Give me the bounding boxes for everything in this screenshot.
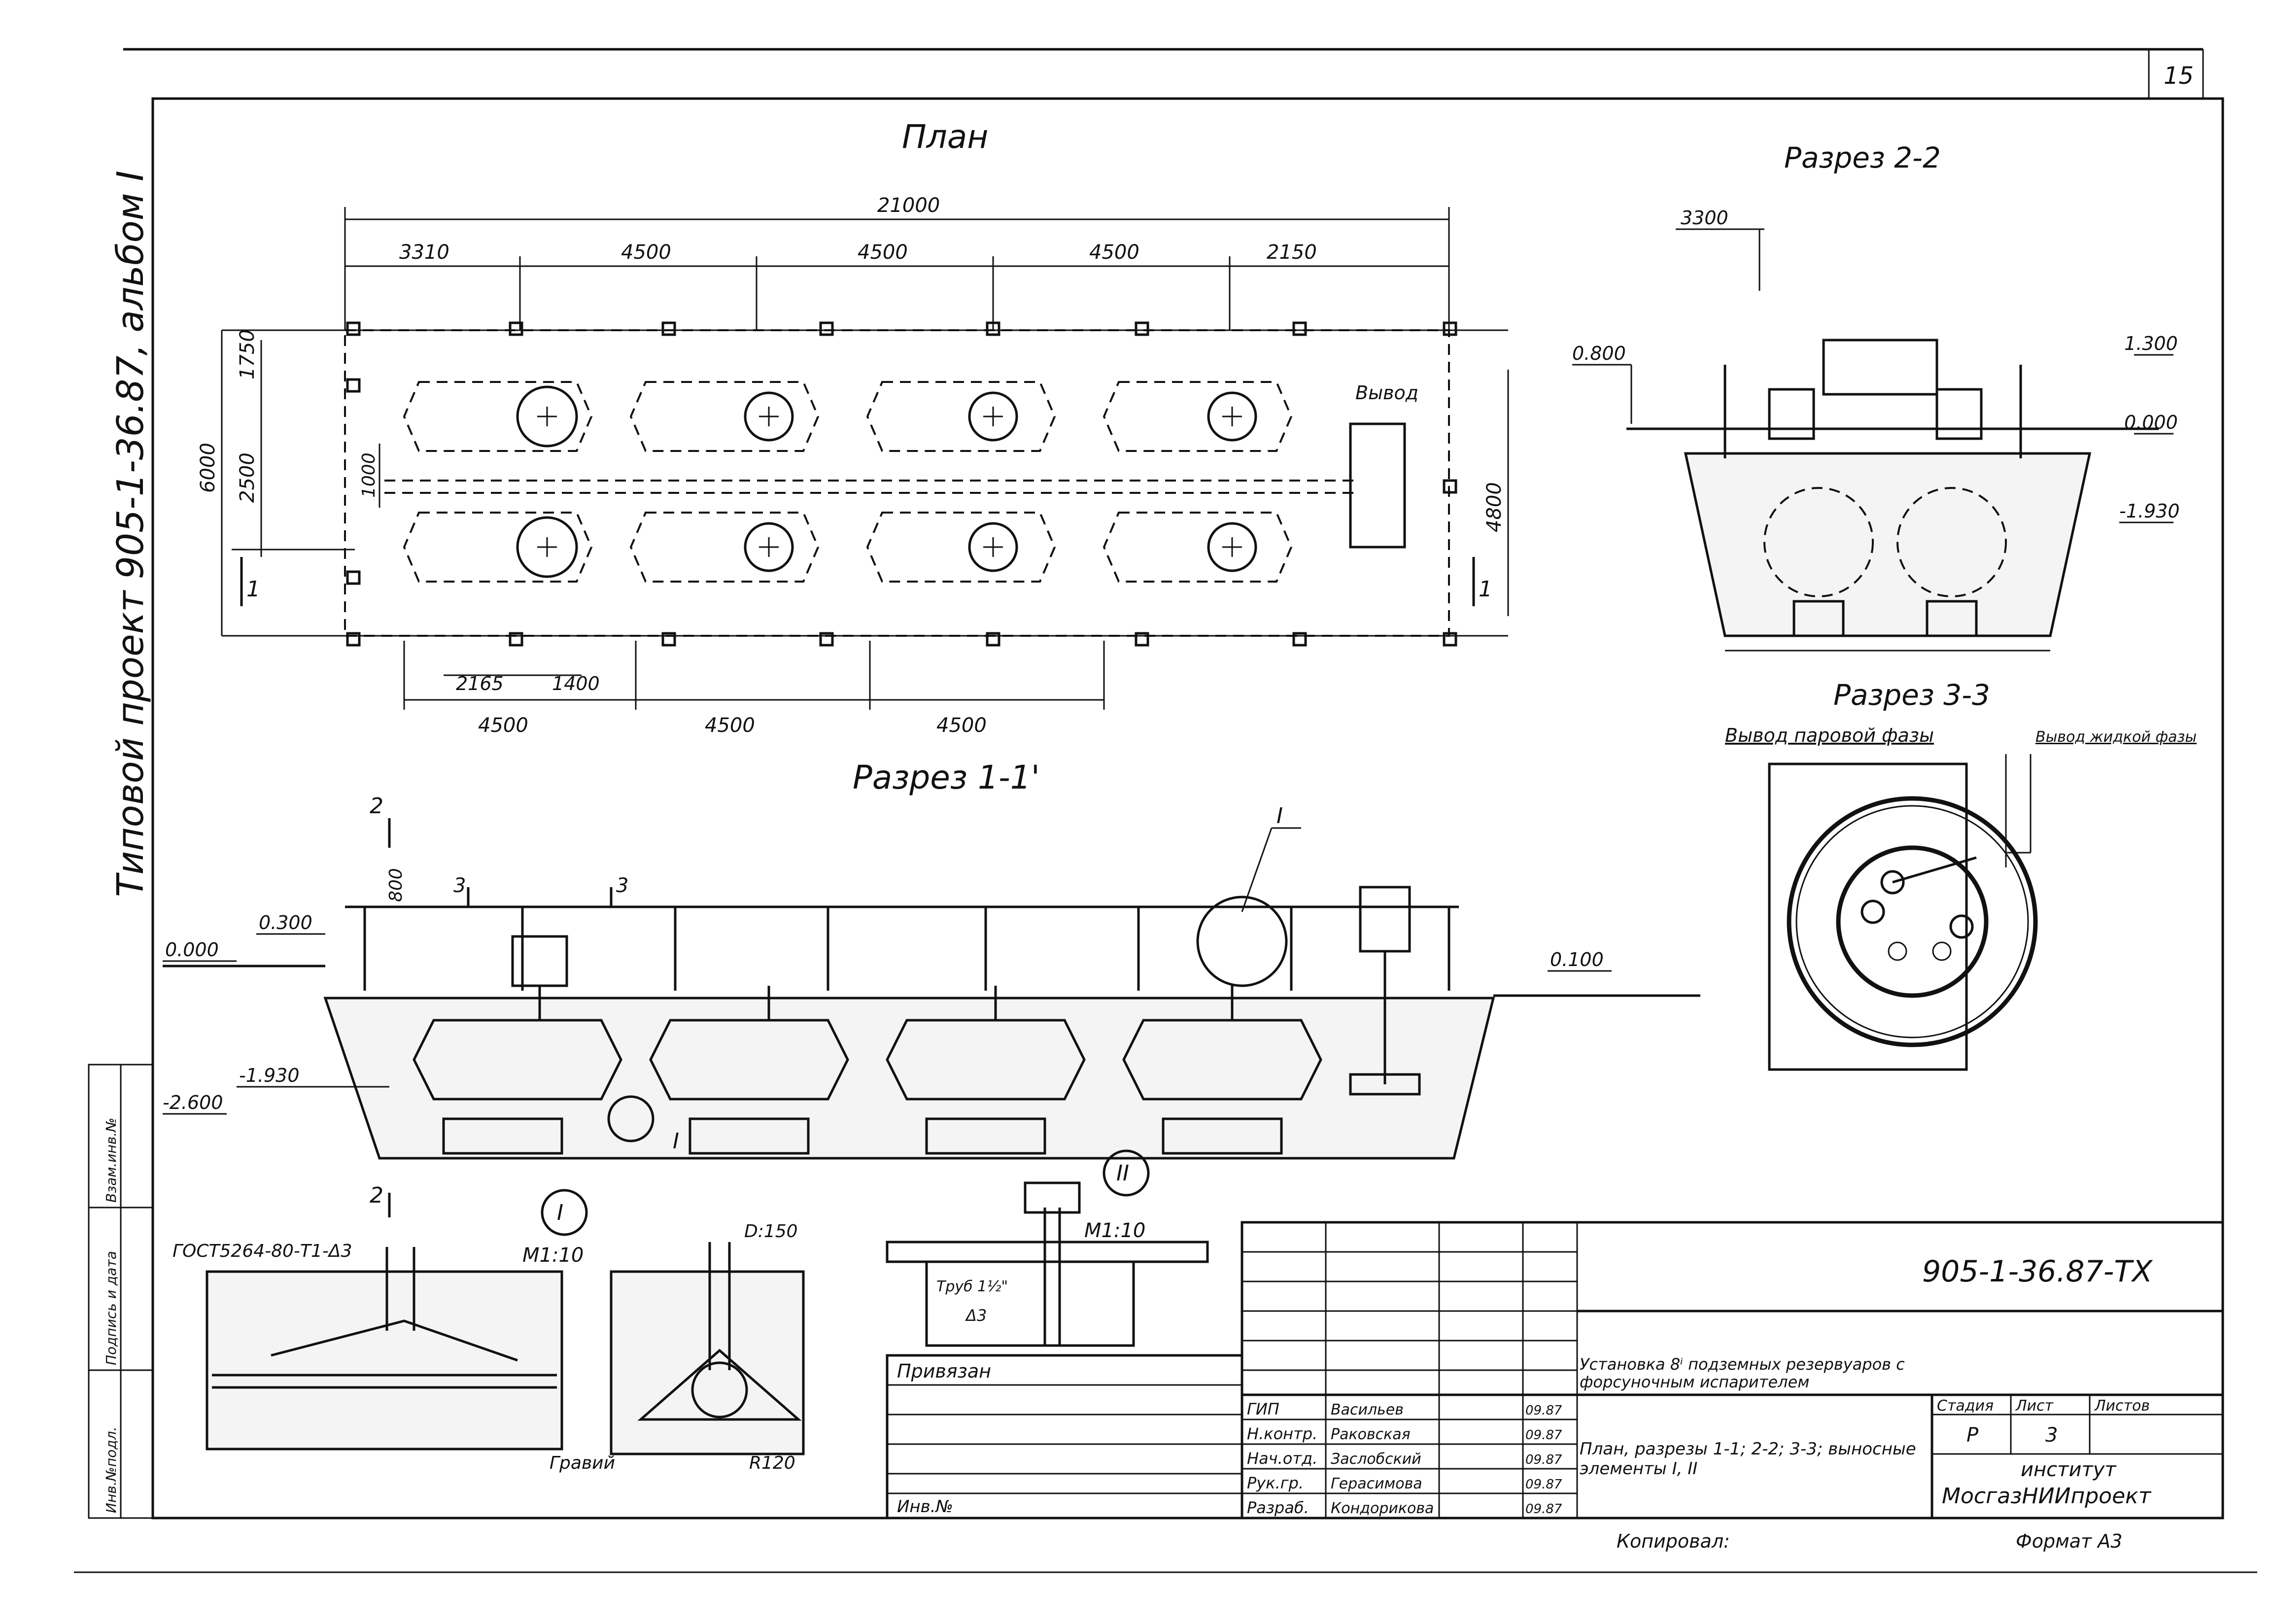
stage-header: Стадия xyxy=(1937,1397,1994,1415)
title-code: 905-1-36.87-ТХ xyxy=(1922,1254,2153,1289)
section-1-view xyxy=(163,818,1700,1217)
s1-elev-m1930: -1.930 xyxy=(239,1065,300,1086)
section-2-title: Разрез 2-2 xyxy=(1784,141,1941,174)
description-2: План, разрезы 1-1; 2-2; 3-3; выносные эл… xyxy=(1580,1439,1916,1479)
side-stamp-replace: Взам.инв.№ xyxy=(103,1118,119,1203)
role-5: Разраб. xyxy=(1247,1498,1309,1517)
side-stamp xyxy=(88,1064,154,1519)
plan-dim-top-2: 4500 xyxy=(621,241,671,264)
s1-callout-I: I xyxy=(673,1129,679,1154)
detail-2-d: D:150 xyxy=(744,1221,798,1242)
plan-dim-top-1: 3310 xyxy=(399,241,449,264)
s1-callout-I-top: I xyxy=(1276,803,1283,829)
sheet-value: 3 xyxy=(2045,1424,2058,1447)
section-3-title: Разрез 3-3 xyxy=(1833,678,1990,712)
plan-outlet-label: Вывод xyxy=(1355,382,1418,404)
side-stamp-sign: Подпись и дата xyxy=(103,1251,119,1365)
sheets-header: Листов xyxy=(2094,1397,2150,1415)
detail-2-gravel: Гравий xyxy=(550,1453,615,1473)
copied-by: Копировал: xyxy=(1617,1530,1730,1552)
title-block xyxy=(886,1221,2224,1520)
plan-dim-left-2: 2500 xyxy=(236,452,259,503)
detail-2-r: R120 xyxy=(749,1453,795,1473)
s1-mark-2-bottom: 2 xyxy=(370,1183,383,1208)
detail-3-scale: М1:10 xyxy=(1084,1219,1145,1242)
s2-offset: 3300 xyxy=(1681,207,1728,229)
plan-dim-top-4: 4500 xyxy=(1089,241,1139,264)
s2-elev-left: 0.800 xyxy=(1572,343,1626,364)
plan-dim-top-5: 2150 xyxy=(1267,241,1317,264)
s1-mark-3-right: 3 xyxy=(616,874,628,897)
s1-height-800: 800 xyxy=(386,868,406,902)
name-2: Раковская xyxy=(1331,1426,1411,1443)
date-1: 09.87 xyxy=(1525,1403,1562,1418)
role-4: Рук.гр. xyxy=(1247,1474,1304,1492)
section-1-title: Разрез 1-1' xyxy=(853,759,1040,796)
s2-elev-bottom: -1.930 xyxy=(2119,500,2180,522)
detail-1-callout: I xyxy=(557,1200,563,1225)
detail-views xyxy=(206,1181,1209,1455)
date-2: 09.87 xyxy=(1525,1428,1562,1443)
plan-dim-extra-a: 2165 xyxy=(456,673,504,694)
section-3-vapor: Вывод паровой фазы xyxy=(1725,725,1934,746)
plan-dim-extra-b: 1400 xyxy=(552,673,600,694)
org-line-1: институт xyxy=(2021,1458,2117,1481)
section-3-view xyxy=(1768,754,2038,1071)
org-line-2: МосгазНИИпроект xyxy=(1942,1484,2152,1509)
name-3: Заслобский xyxy=(1331,1451,1421,1468)
plan-dim-top-3: 4500 xyxy=(858,241,908,264)
plan-dim-left-1: 1750 xyxy=(236,329,259,380)
plan-dim-left-gap: 1000 xyxy=(359,452,379,498)
plan-view xyxy=(221,207,1509,710)
s1-elev-0: 0.000 xyxy=(165,939,219,961)
plan-title: План xyxy=(902,118,988,156)
page-number: 15 xyxy=(2164,62,2194,90)
format-label: Формат А3 xyxy=(2016,1530,2122,1552)
section-3-liquid: Вывод жидкой фазы xyxy=(2035,728,2197,746)
s1-callout-II: II xyxy=(1116,1161,1129,1186)
callout-II-circle xyxy=(1103,1149,1150,1197)
inv-no: Инв.№ xyxy=(897,1497,953,1517)
s1-mark-2-top: 2 xyxy=(370,794,383,819)
section-2-view xyxy=(1572,228,2173,652)
s1-mark-3-left: 3 xyxy=(453,874,466,897)
date-5: 09.87 xyxy=(1525,1502,1562,1517)
plan-dim-left-overall: 6000 xyxy=(197,443,219,493)
s1-elev-100: 0.100 xyxy=(1550,949,1604,970)
name-1: Васильев xyxy=(1331,1401,1404,1418)
side-stamp-inv: Инв.№подл. xyxy=(103,1427,119,1513)
plan-dim-right: 4800 xyxy=(1483,482,1506,532)
plan-dim-bottom-1: 4500 xyxy=(478,714,528,737)
detail-3-weld: Δ3 xyxy=(965,1306,987,1325)
plan-section-mark-right: 1 xyxy=(1479,577,1492,602)
name-5: Кондорикова xyxy=(1331,1500,1434,1517)
date-4: 09.87 xyxy=(1525,1477,1562,1492)
privyazan: Привязан xyxy=(897,1360,991,1382)
s2-elev-right-top: 1.300 xyxy=(2124,333,2178,354)
description-1: Установка 8ⁱ подземных резервуаров с фор… xyxy=(1580,1355,1905,1391)
s1-elev-300: 0.300 xyxy=(259,912,312,933)
sheet-header: Лист xyxy=(2015,1397,2054,1415)
role-3: Нач.отд. xyxy=(1247,1449,1317,1468)
plan-dim-total: 21000 xyxy=(877,194,940,217)
side-title: Типовой проект 905-1-36.87, альбом I xyxy=(109,171,152,897)
detail-1-gost: ГОСТ5264-80-Т1-Δ3 xyxy=(172,1241,352,1261)
s1-elev-m2600: -2.600 xyxy=(163,1092,223,1113)
s2-elev-zero: 0.000 xyxy=(2124,412,2178,433)
name-4: Герасимова xyxy=(1331,1475,1422,1492)
detail-3-pipe: Труб 1½" xyxy=(936,1278,1008,1295)
stage-value: Р xyxy=(1966,1424,1979,1447)
role-1: ГИП xyxy=(1247,1400,1279,1418)
plan-dim-bottom-2: 4500 xyxy=(705,714,755,737)
plan-dim-bottom-3: 4500 xyxy=(936,714,987,737)
date-3: 09.87 xyxy=(1525,1452,1562,1467)
role-2: Н.контр. xyxy=(1247,1424,1317,1443)
plan-section-mark-left: 1 xyxy=(246,577,260,602)
detail-1-scale: М1:10 xyxy=(522,1244,584,1267)
